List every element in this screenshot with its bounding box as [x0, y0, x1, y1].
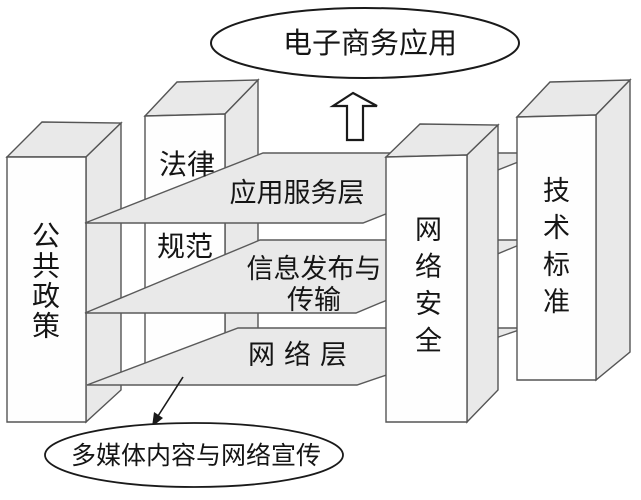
- pillar-network-security-front-face: [385, 154, 468, 423]
- technical-standards-label: 技术标准: [539, 176, 569, 324]
- pillar-technical-standards-side-face: [595, 78, 631, 382]
- pillar-technical-standards: [515, 78, 632, 382]
- down-arrow-shaft: [157, 376, 184, 417]
- pillar-public-policy-front-face: [6, 156, 87, 423]
- layer-application-service-label: 应用服务层: [229, 178, 365, 208]
- regulation-label: 规范: [156, 232, 213, 263]
- pillar-technical-standards-front-face: [516, 114, 597, 381]
- public-policy-label: 公共政策: [28, 221, 59, 341]
- layer-info-publish-label-line2: 传输: [287, 285, 341, 315]
- layer-info-publish-label-line1: 信息发布与: [246, 254, 382, 284]
- layer-network-label: 网络层: [248, 340, 356, 370]
- top-ellipse: [210, 7, 520, 79]
- layer-info-publish-label: 信息发布与 传输: [174, 254, 454, 316]
- pillar-public-policy: [5, 121, 123, 424]
- bottom-ellipse-label: 多媒体内容与网络宣传: [70, 443, 321, 470]
- top-ellipse-label: 电子商务应用: [282, 28, 457, 60]
- up-arrow-icon: [329, 91, 378, 142]
- law-label: 法律: [158, 150, 215, 181]
- network-security-label: 网络安全: [411, 215, 441, 363]
- pillar-network-security: [384, 123, 500, 424]
- pillar-network-security-side-face: [466, 123, 499, 424]
- bottom-ellipse: [44, 422, 344, 488]
